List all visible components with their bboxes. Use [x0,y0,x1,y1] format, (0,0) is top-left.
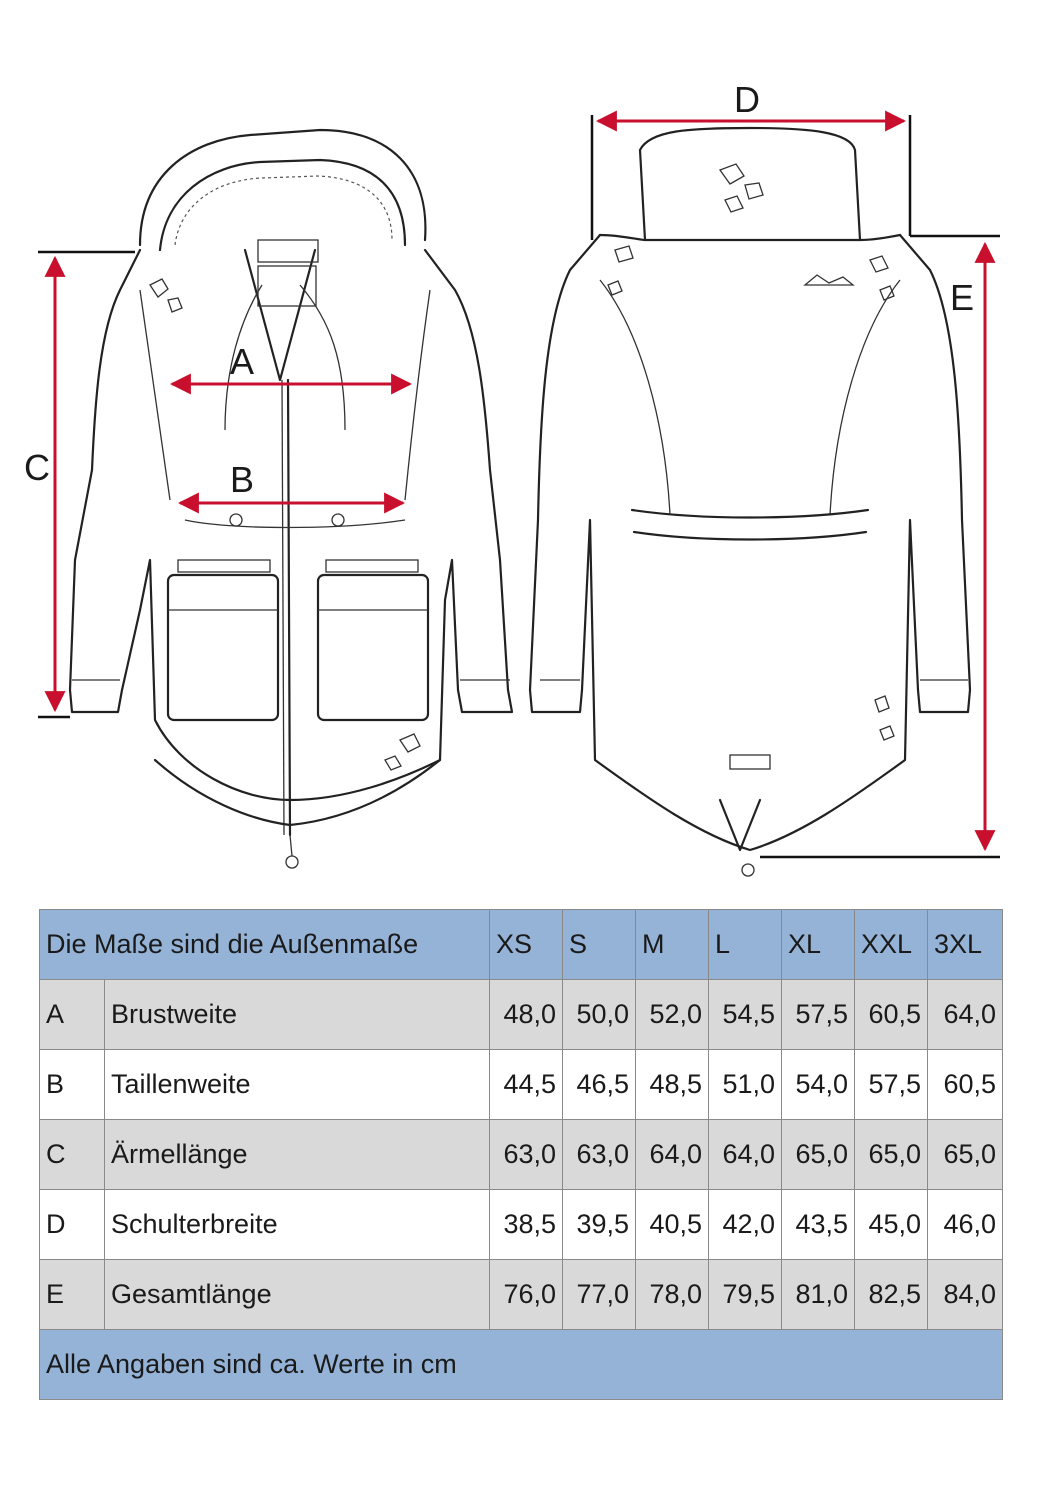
label-a: A [230,341,254,382]
size-header: XXL [854,909,928,980]
size-header: L [708,909,782,980]
cell-value: 81,0 [781,1259,855,1330]
cell-value: 63,0 [489,1119,563,1190]
table-row: C Ärmellänge 63,0 63,0 64,0 64,0 65,0 65… [39,1119,1003,1190]
cell-value: 48,5 [635,1049,709,1120]
cell-value: 57,5 [781,979,855,1050]
cell-value: 64,0 [635,1119,709,1190]
cell-value: 60,5 [927,1049,1003,1120]
row-name: Brustweite [104,979,490,1050]
cell-value: 48,0 [489,979,563,1050]
cell-value: 78,0 [635,1259,709,1330]
cell-value: 50,0 [562,979,636,1050]
cell-value: 65,0 [781,1119,855,1190]
jacket-front-view [68,128,514,869]
size-header: XS [489,909,563,980]
cell-value: 76,0 [489,1259,563,1330]
size-header: 3XL [927,909,1003,980]
table-row: B Taillenweite 44,5 46,5 48,5 51,0 54,0 … [39,1049,1003,1120]
cell-value: 84,0 [927,1259,1003,1330]
jacket-technical-drawing: C A B D E [24,79,1000,877]
cell-value: 57,5 [854,1049,928,1120]
cell-value: 63,0 [562,1119,636,1190]
row-key: D [39,1189,105,1260]
table-footer-note: Alle Angaben sind ca. Werte in cm [39,1329,1003,1400]
table-header-row: Die Maße sind die Außenmaße XS S M L XL … [39,909,1003,980]
cell-value: 46,0 [927,1189,1003,1260]
table-row: E Gesamtlänge 76,0 77,0 78,0 79,5 81,0 8… [39,1259,1003,1330]
cell-value: 43,5 [781,1189,855,1260]
cell-value: 40,5 [635,1189,709,1260]
table-row: A Brustweite 48,0 50,0 52,0 54,5 57,5 60… [39,979,1003,1050]
cell-value: 64,0 [708,1119,782,1190]
table-footer-row: Alle Angaben sind ca. Werte in cm [39,1329,1003,1400]
table-header-title: Die Maße sind die Außenmaße [39,909,490,980]
cell-value: 64,0 [927,979,1003,1050]
cell-value: 65,0 [854,1119,928,1190]
cell-value: 51,0 [708,1049,782,1120]
cell-value: 77,0 [562,1259,636,1330]
cell-value: 65,0 [927,1119,1003,1190]
size-table: Die Maße sind die Außenmaße XS S M L XL … [39,909,1003,1400]
size-header: M [635,909,709,980]
cell-value: 38,5 [489,1189,563,1260]
cell-value: 39,5 [562,1189,636,1260]
cell-value: 45,0 [854,1189,928,1260]
cell-value: 44,5 [489,1049,563,1120]
row-key: B [39,1049,105,1120]
row-name: Taillenweite [104,1049,490,1120]
label-b: B [230,459,254,500]
row-name: Gesamtlänge [104,1259,490,1330]
size-header: XL [781,909,855,980]
cell-value: 54,0 [781,1049,855,1120]
label-d: D [734,79,760,120]
size-header: S [562,909,636,980]
row-key: A [39,979,105,1050]
row-name: Ärmellänge [104,1119,490,1190]
jacket-back-view [528,126,972,877]
table-row: D Schulterbreite 38,5 39,5 40,5 42,0 43,… [39,1189,1003,1260]
cell-value: 54,5 [708,979,782,1050]
label-c: C [24,447,50,488]
cell-value: 42,0 [708,1189,782,1260]
label-e: E [950,277,974,318]
cell-value: 79,5 [708,1259,782,1330]
row-name: Schulterbreite [104,1189,490,1260]
cell-value: 46,5 [562,1049,636,1120]
cell-value: 82,5 [854,1259,928,1330]
cell-value: 60,5 [854,979,928,1050]
cell-value: 52,0 [635,979,709,1050]
row-key: E [39,1259,105,1330]
row-key: C [39,1119,105,1190]
